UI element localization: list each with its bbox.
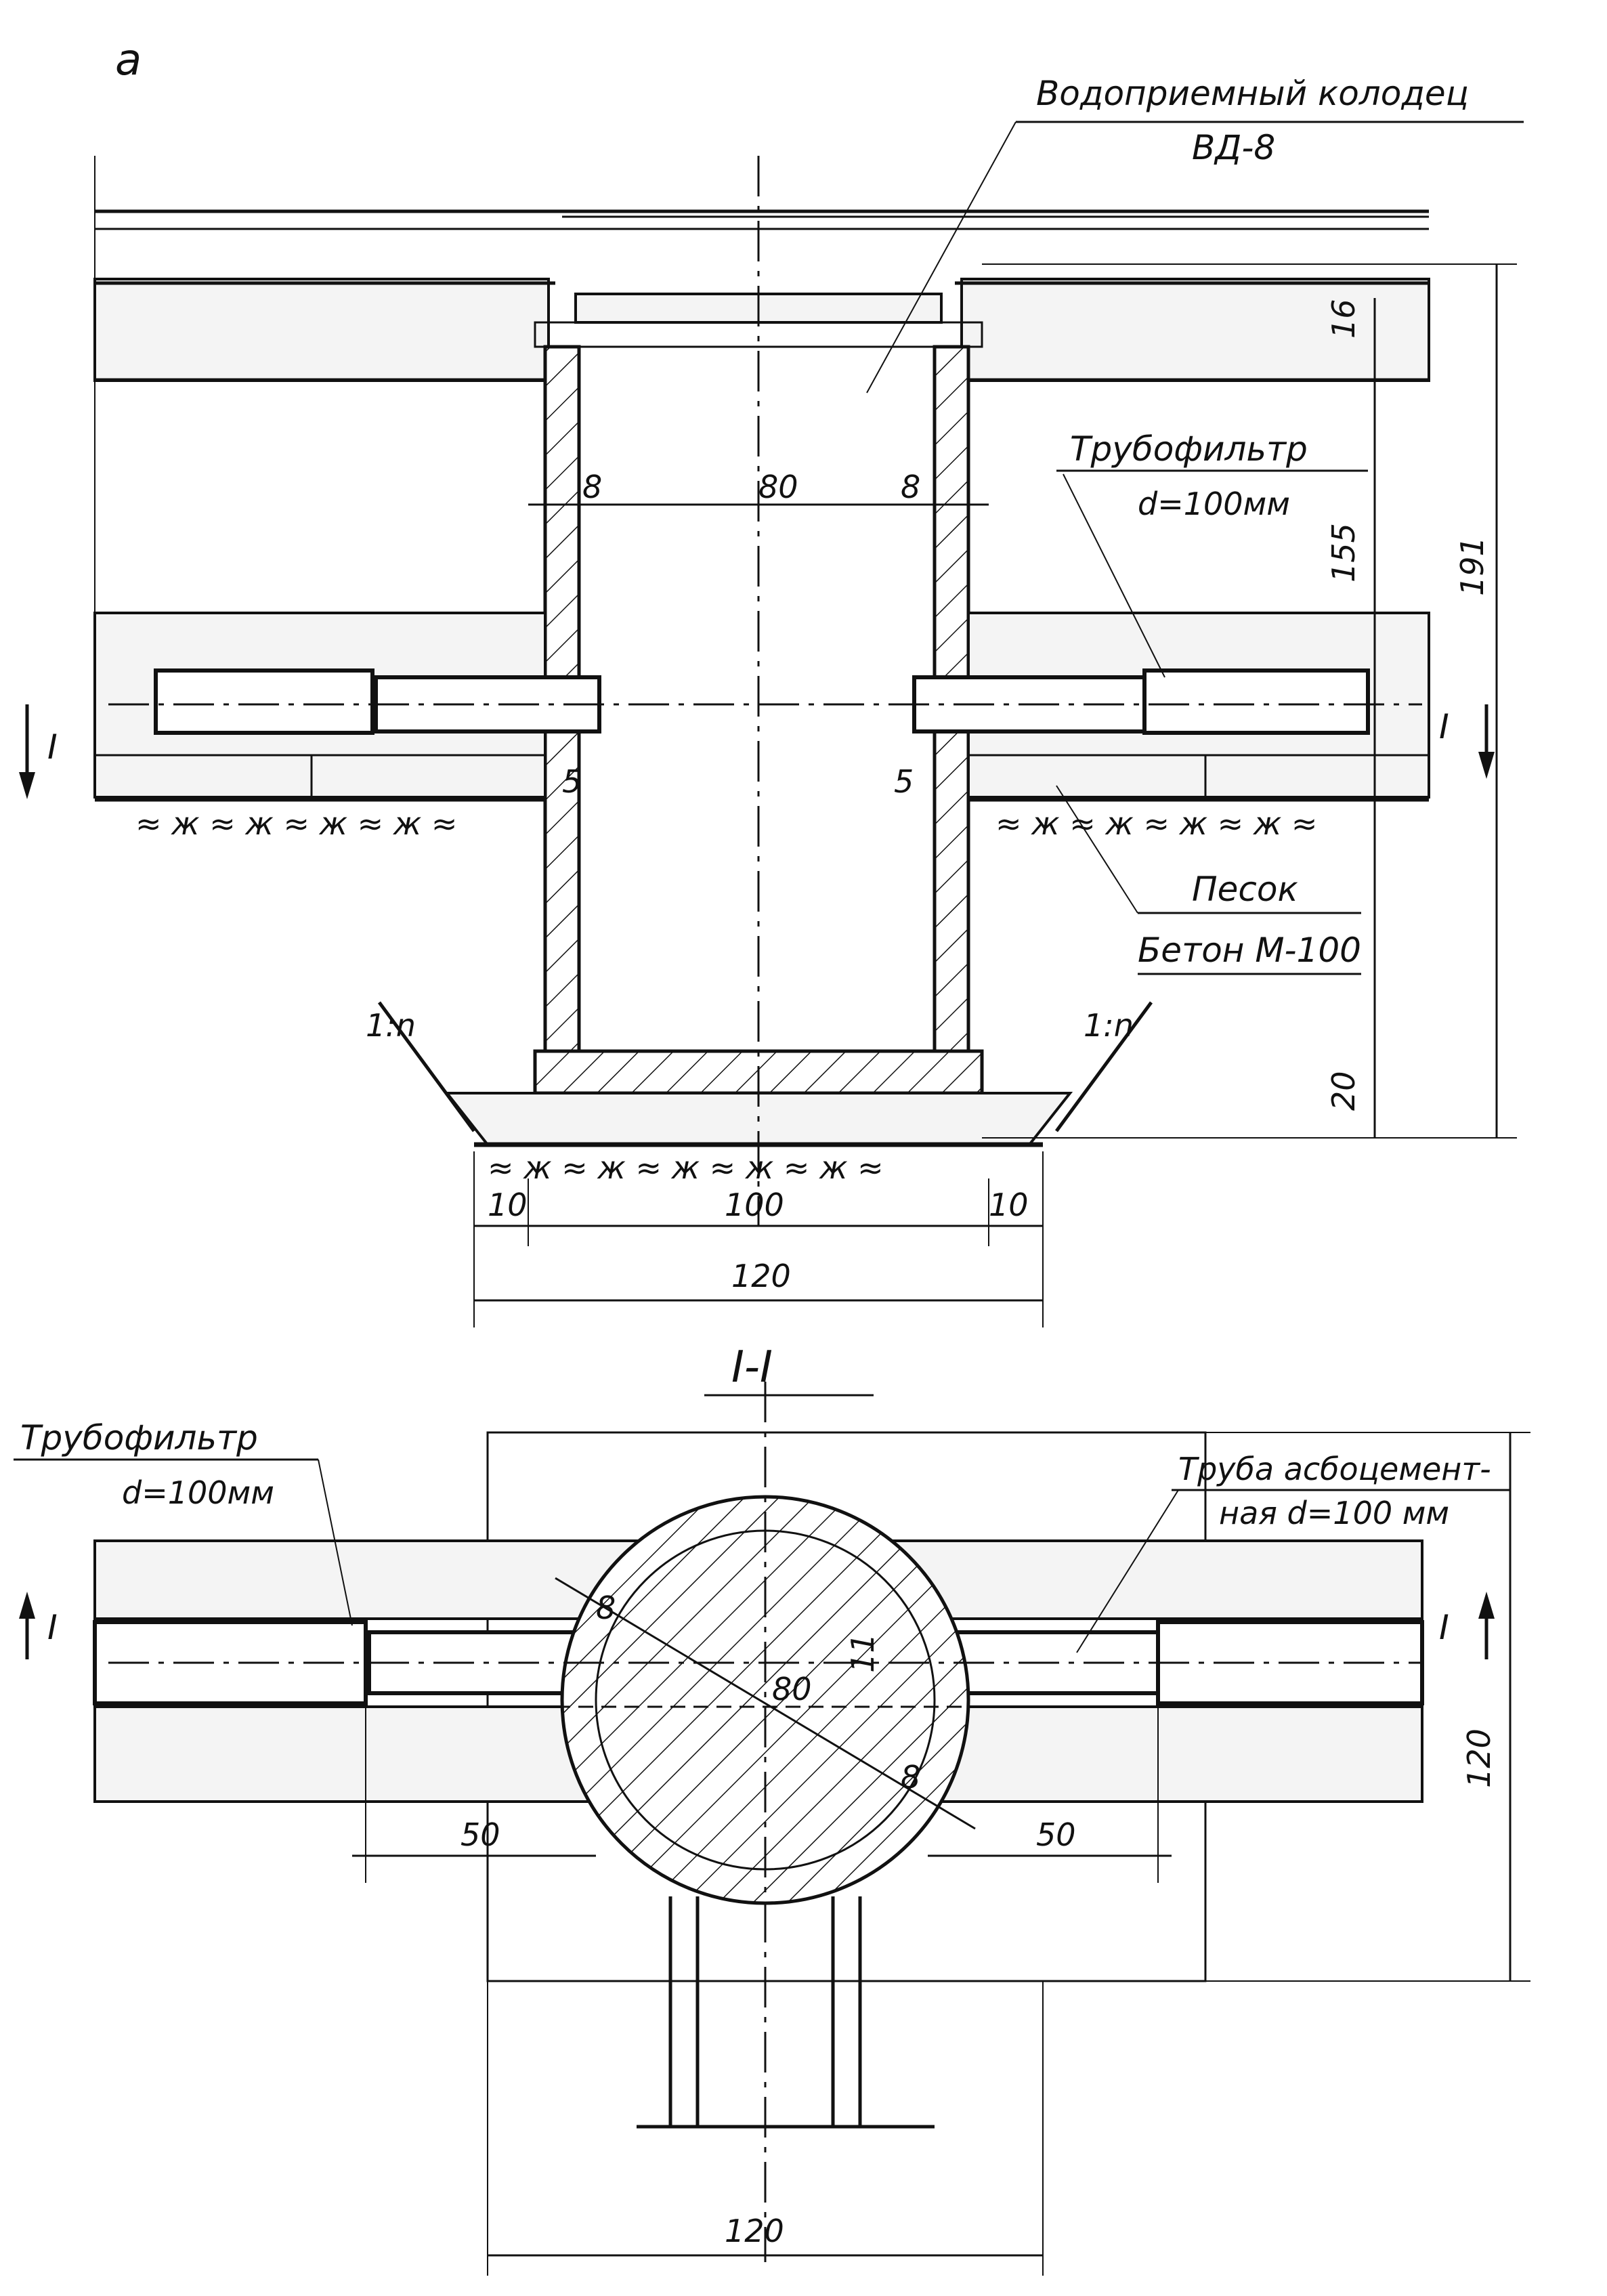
dim-base-edge-left: 10 (488, 1187, 528, 1223)
pipe-filter-left-outer (154, 668, 374, 735)
dim-wall-right: 8 (901, 469, 920, 505)
sand-label: Песок (1192, 870, 1298, 909)
dim-base: 20 (1325, 1071, 1362, 1111)
plan-pipe-filter-label: Трубофильтр (20, 1418, 258, 1458)
plan-dim-right: 50 (1036, 1816, 1076, 1853)
road-concrete-right (960, 278, 1430, 382)
dim-pipe-offset-left: 5 (562, 763, 582, 800)
plan-dim-wall-b: 8 (901, 1759, 920, 1795)
well-name-label: Водоприемный колодец (1036, 74, 1469, 113)
svg-text:≈ ж ≈ ж ≈ ж ≈ ж ≈: ≈ ж ≈ ж ≈ ж ≈ ж ≈ (995, 805, 1317, 842)
elevation-labels: Водоприемный колодец ВД-8 Трубофильтр d=… (366, 74, 1524, 1044)
section-mark-left: I (47, 727, 58, 767)
dim-inner: 80 (758, 469, 798, 505)
section-mark-right: I (1439, 707, 1449, 746)
dim-base-edge-right: 10 (989, 1187, 1029, 1223)
plan-dim-wall-a: 8 (596, 1590, 616, 1626)
dim-base-total: 120 (731, 1258, 791, 1294)
pipe-filter-label: Трубофильтр (1070, 429, 1308, 469)
slope-right-label: 1:n (1084, 1007, 1134, 1044)
plan-dim-width: 120 (725, 2213, 784, 2249)
plan-dimensions: 8 80 8 11 50 50 120 120 (352, 1432, 1530, 2276)
plan-pipe-filter-diameter: d=100мм (122, 1474, 274, 1511)
plan-dim-left: 50 (460, 1816, 500, 1853)
plan-labels: Трубофильтр d=100мм Труба асбоцемент- на… (14, 1418, 1510, 1653)
elevation-view: ≈ ж ≈ ж ≈ ж ≈ ж ≈ ≈ ж ≈ ж ≈ ж ≈ ж ≈ ≈ ж … (19, 156, 1495, 1226)
plan-dim-height: 120 (1461, 1728, 1497, 1788)
section-title: I-I (731, 1342, 773, 1393)
plan-dim-pipe-gap: 11 (844, 1633, 881, 1673)
dim-pipe-offset-right: 5 (894, 763, 914, 800)
plan-dim-diameter: 80 (772, 1671, 812, 1707)
well-type-label: ВД-8 (1192, 128, 1275, 167)
elevation-dimensions: 8 80 8 16 155 191 20 5 5 10 100 10 120 (473, 263, 1517, 1327)
slope-left-label: 1:n (366, 1007, 416, 1044)
svg-text:≈ ж ≈ ж ≈ ж ≈ ж ≈: ≈ ж ≈ ж ≈ ж ≈ ж ≈ (135, 805, 457, 842)
concrete-label: Бетон М-100 (1138, 931, 1361, 970)
figure-label: а (115, 35, 142, 85)
dim-height-upper: 155 (1325, 523, 1362, 582)
plan-section-mark-right: I (1439, 1608, 1449, 1647)
dim-wall-left: 8 (582, 469, 602, 505)
road-concrete-left (93, 278, 550, 382)
asbestos-pipe-label-1: Труба асбоцемент- (1178, 1451, 1491, 1487)
section-plan-view: I-I I I (19, 1342, 1495, 2262)
dim-base-inner: 100 (725, 1187, 784, 1223)
svg-text:≈ ж ≈ ж ≈ ж ≈ ж ≈ ж ≈: ≈ ж ≈ ж ≈ ж ≈ ж ≈ ж ≈ (488, 1149, 884, 1186)
dim-height-total: 191 (1454, 536, 1491, 596)
pipe-filter-diameter: d=100мм (1138, 486, 1290, 522)
dim-top-slab: 16 (1325, 299, 1362, 339)
plan-section-mark-left: I (47, 1608, 58, 1647)
asbestos-pipe-label-2: ная d=100 мм (1219, 1495, 1449, 1531)
pipe-filter-right-outer (1142, 668, 1370, 735)
